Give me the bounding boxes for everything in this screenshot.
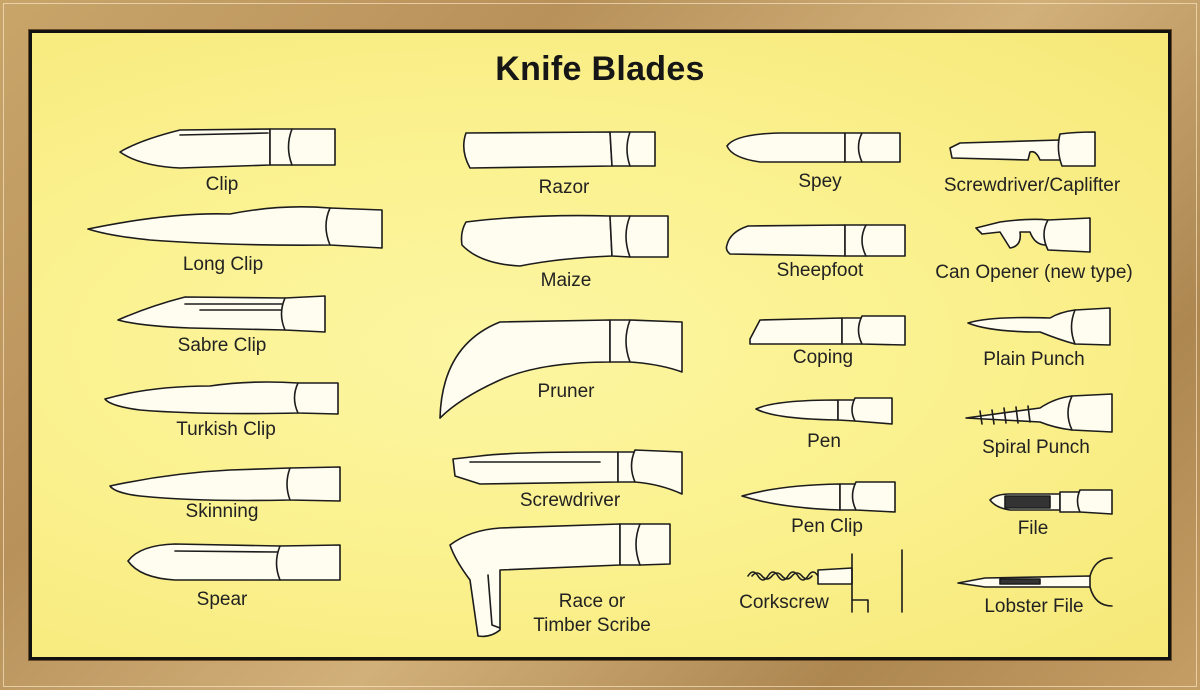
label-timber-scribe: Timber Scribe xyxy=(533,615,651,636)
label-spiral-punch: Spiral Punch xyxy=(982,437,1090,458)
label-can-opener: Can Opener (new type) xyxy=(935,262,1133,283)
label-spey: Spey xyxy=(798,171,842,192)
pen-blade-drawing xyxy=(755,397,893,425)
can-opener-drawing xyxy=(975,217,1091,253)
label-lobster-file: Lobster File xyxy=(984,596,1084,617)
spey-blade-drawing xyxy=(726,132,901,163)
label-clip: Clip xyxy=(205,174,239,195)
label-razor: Razor xyxy=(538,177,590,198)
label-plain-punch: Plain Punch xyxy=(983,349,1085,370)
sheepfoot-blade-drawing xyxy=(725,224,906,257)
sabre-clip-blade-drawing xyxy=(117,295,326,333)
coping-blade-drawing xyxy=(749,315,906,346)
clip-blade-drawing xyxy=(119,128,336,169)
label-turkish-clip: Turkish Clip xyxy=(176,419,276,440)
page-title: Knife Blades xyxy=(495,50,705,88)
label-coping: Coping xyxy=(792,347,854,368)
lobster-file-drawing xyxy=(957,557,1113,607)
label-pen: Pen xyxy=(807,431,841,452)
maize-blade-drawing xyxy=(460,214,669,267)
label-pruner: Pruner xyxy=(537,381,595,402)
corkscrew-blade-drawing xyxy=(747,549,903,613)
label-maize: Maize xyxy=(540,270,592,291)
file-drawing xyxy=(989,489,1113,515)
label-pen-clip: Pen Clip xyxy=(791,516,863,537)
race-scribe-blade-drawing xyxy=(449,523,671,638)
razor-blade-drawing xyxy=(462,131,656,169)
label-sheepfoot: Sheepfoot xyxy=(776,260,864,281)
spear-blade-drawing xyxy=(127,543,341,581)
plain-punch-drawing xyxy=(967,307,1111,346)
label-screwdriver: Screwdriver xyxy=(519,490,621,511)
label-long-clip: Long Clip xyxy=(182,254,264,275)
pruner-blade-drawing xyxy=(439,319,683,419)
label-spear: Spear xyxy=(196,589,248,610)
spiral-punch-drawing xyxy=(965,393,1113,433)
label-file: File xyxy=(1017,518,1049,539)
label-race: Race or xyxy=(558,591,626,612)
label-skinning: Skinning xyxy=(185,501,259,522)
screwdriver-blade-drawing xyxy=(452,449,683,495)
long-clip-blade-drawing xyxy=(87,206,383,249)
label-screwdriver-caplifter: Screwdriver/Caplifter xyxy=(943,175,1121,196)
skinning-blade-drawing xyxy=(109,466,341,502)
label-sabre-clip: Sabre Clip xyxy=(177,335,267,356)
screwdriver-caplifter-drawing xyxy=(949,131,1096,167)
label-corkscrew: Corkscrew xyxy=(739,592,829,613)
pen-clip-blade-drawing xyxy=(741,481,896,513)
turkish-clip-blade-drawing xyxy=(104,381,339,415)
